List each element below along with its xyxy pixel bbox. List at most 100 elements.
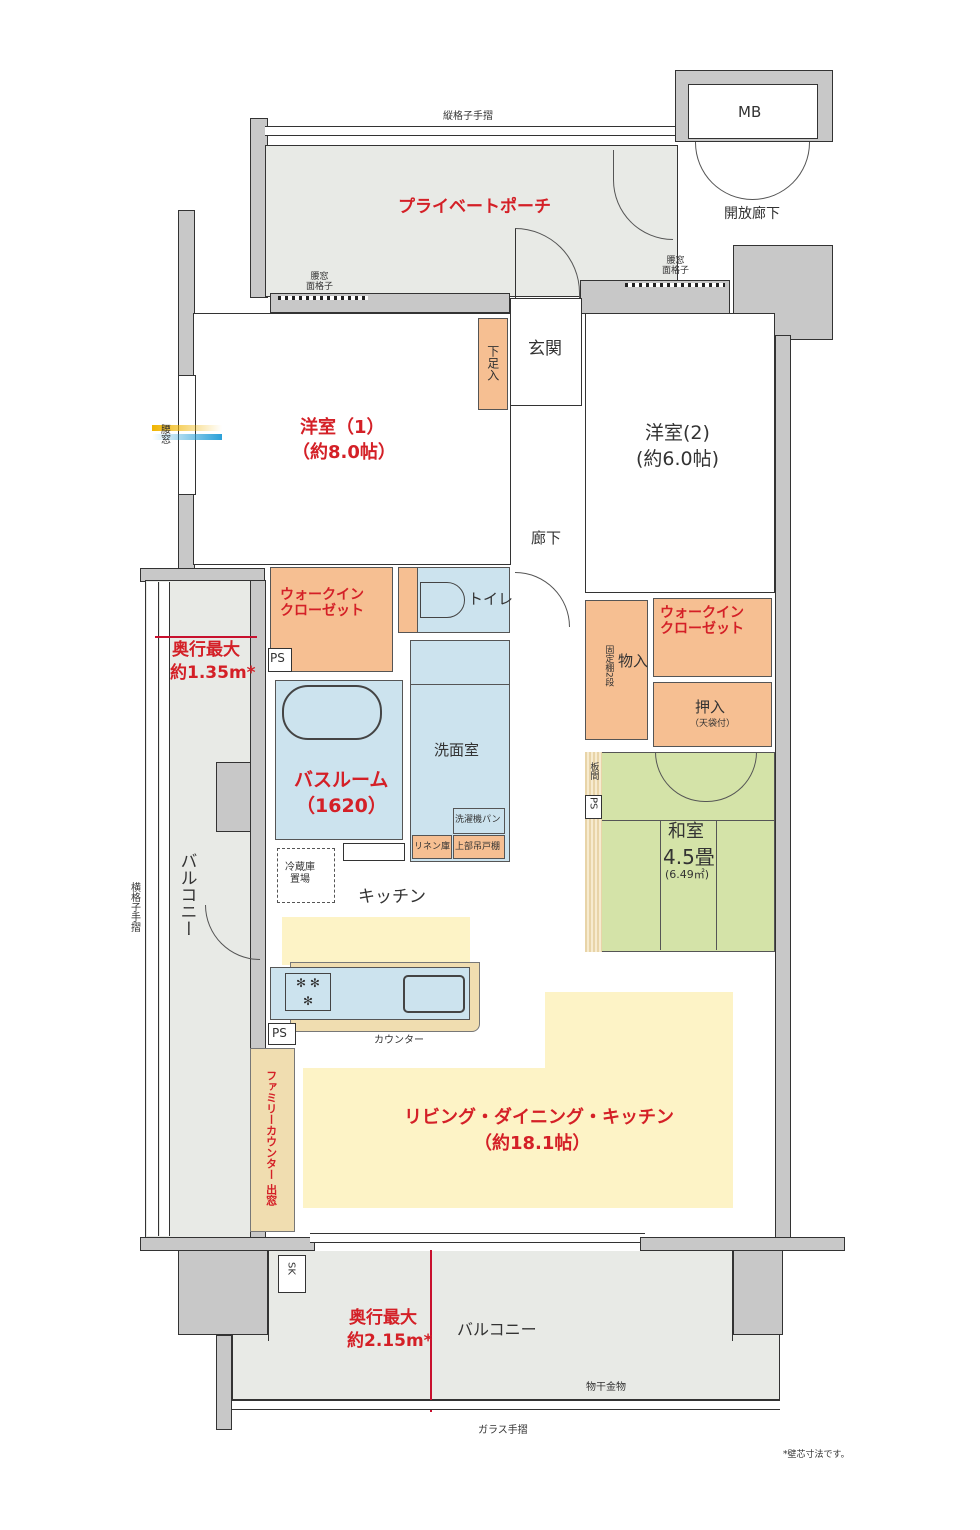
family-counter-label: ファミリーカウンター 出窓: [264, 1070, 278, 1206]
oshiire: [653, 682, 772, 747]
sk-label: SK: [285, 1262, 297, 1275]
kitchen-shelf: [343, 843, 405, 861]
linen-label: リネン庫: [414, 842, 451, 852]
washroom-label: 洗面室: [434, 741, 480, 759]
toilet-icon: [420, 582, 465, 618]
bottom-balcony: [268, 1251, 733, 1341]
vanity: [410, 640, 510, 685]
window-grille-label-1: 腰窓 面格子: [306, 272, 334, 293]
washer-pan-label: 洗濯機パン: [455, 815, 501, 825]
balcony-column: [216, 762, 254, 832]
western-room-2: [585, 313, 775, 593]
fridge-space: [277, 848, 335, 903]
glass-rail: [232, 1400, 780, 1410]
bottom-column-right: [733, 1250, 783, 1335]
japanese-room-name: 和室: [668, 821, 704, 842]
bottom-column-left: [178, 1250, 268, 1335]
slop-sink: [278, 1255, 306, 1293]
depth-arrow-bottom: [430, 1250, 432, 1412]
right-wall: [775, 335, 791, 1240]
shoe-storage-label: 下足入: [485, 345, 500, 381]
window-grille-2: [625, 283, 725, 287]
glass-rail-label: ガラス手摺: [478, 1425, 528, 1436]
ldk-floor: [303, 1068, 733, 1208]
mb-door: [695, 142, 810, 200]
depth-arrow-side: [155, 636, 257, 638]
ps-label-2: PS: [587, 797, 599, 810]
bottom-wall-right: [640, 1237, 845, 1251]
western-room-1: [193, 313, 511, 565]
depth-side-value: 約1.35m*: [170, 663, 256, 683]
bathroom-name: バスルーム: [294, 769, 389, 791]
genkan: [510, 298, 582, 406]
wind-arrow-yellow: [152, 425, 222, 431]
toilet-cabinet: [398, 567, 418, 633]
oshiire-note: （天袋付）: [690, 719, 736, 729]
hallway-label: 廊下: [531, 529, 562, 547]
pipe-space-2: [585, 795, 602, 819]
genkan-label: 玄関: [528, 339, 562, 359]
washroom: [410, 640, 510, 862]
stove-icon: ✻ ✻✻: [285, 973, 331, 1011]
footnote: *壁芯寸法です。: [783, 1450, 850, 1460]
shoe-storage: [478, 318, 508, 410]
toilet-label: トイレ: [468, 590, 514, 608]
storage: [585, 600, 648, 740]
horizontal-rail: [147, 582, 159, 1236]
western-room-2-size: (約6.0帖): [636, 448, 720, 470]
laundry-hanger-label: 物干金物: [586, 1382, 626, 1393]
bottom-wall-left: [140, 1237, 315, 1251]
bottom-balcony-label: バルコニー: [457, 1320, 537, 1339]
side-balcony-label: バルコニー: [176, 852, 197, 937]
japanese-room-size: 4.5畳: [663, 845, 715, 869]
counter-label: カウンター: [374, 1035, 424, 1046]
living-sash: [310, 1233, 645, 1243]
bathtub: [282, 685, 382, 740]
open-corridor-label: 開放廊下: [724, 206, 780, 222]
oshiire-label: 押入: [695, 698, 726, 716]
bottom-left-post: [216, 1335, 232, 1430]
mb-label: MB: [738, 103, 762, 121]
family-counter: [250, 1048, 295, 1232]
ps-label-3: PS: [272, 1026, 287, 1040]
upper-cabinet: [453, 835, 505, 859]
depth-max-side: 奥行最大: [172, 640, 240, 660]
depth-bottom-value: 約2.15m*: [347, 1331, 433, 1351]
walk-in-closet-2-label: ウォークイン クローゼット: [660, 605, 744, 638]
ps-label: PS: [270, 651, 285, 665]
linen-storage: [412, 835, 452, 859]
ldk-name: リビング・ダイニング・キッチン: [404, 1107, 674, 1128]
vertical-rail-label: 縦格子手摺: [443, 111, 493, 122]
walk-in-closet-2: [653, 598, 772, 677]
balcony-edge: [160, 582, 170, 1236]
bottom-balcony-lower: [232, 1335, 780, 1400]
walk-in-closet-1-label: ウォークイン クローゼット: [280, 587, 364, 620]
fridge-label: 冷蔵庫 置場: [285, 862, 315, 885]
pipe-space-3: [268, 1023, 296, 1045]
koshimado-label: 腰窓: [158, 424, 170, 444]
itama-strip: [585, 752, 602, 952]
storage-label: 物入: [618, 652, 649, 670]
kitchen-floor: [282, 917, 470, 965]
western-room-2-name: 洋室(2): [645, 422, 710, 444]
ldk-size: （約18.1帖）: [474, 1133, 591, 1154]
ldk-floor-upper: [545, 992, 733, 1070]
window-grille-label-2: 腰窓 面格子: [662, 256, 690, 277]
private-porch-label: プライベートポーチ: [398, 197, 551, 217]
window-grille: [278, 296, 368, 300]
hall-door[interactable]: [515, 572, 570, 627]
kitchen-label: キッチン: [358, 887, 426, 907]
pipe-space: [268, 648, 292, 672]
tatami-center: [660, 820, 717, 950]
western-room-1-name: 洋室（1）: [300, 417, 385, 438]
sink-icon: [403, 975, 465, 1013]
wind-arrow-blue: [152, 434, 222, 440]
upper-cabinet-label: 上部吊戸棚: [455, 842, 501, 852]
depth-max-bottom: 奥行最大: [349, 1308, 417, 1328]
fixed-shelf-label: 固定棚2段: [603, 645, 614, 687]
private-porch: [265, 145, 678, 297]
meter-box: [688, 84, 818, 139]
itama-label: 板間: [588, 762, 599, 780]
bathroom-size: （1620）: [296, 795, 387, 817]
